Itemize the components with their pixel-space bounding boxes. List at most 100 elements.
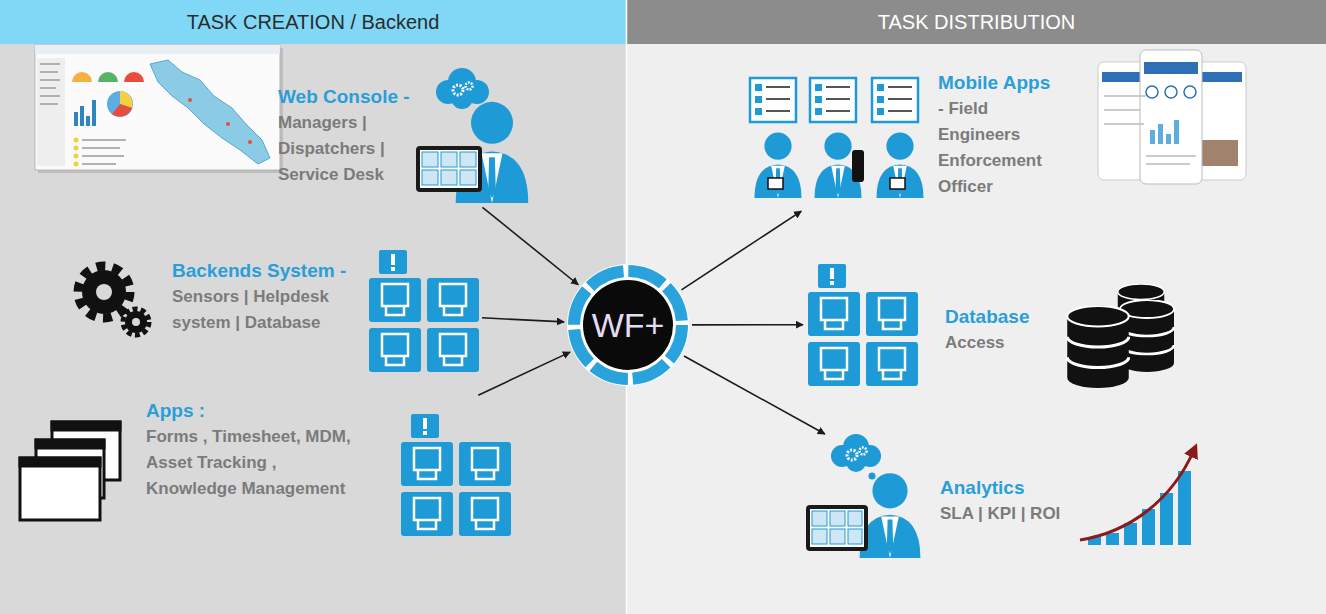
- analyst-figure: [848, 529, 862, 544]
- background-illustration: [808, 264, 918, 386]
- field-workers-figure: [877, 96, 884, 103]
- phone-screens: [1146, 163, 1190, 165]
- field-workers-figure: [750, 78, 796, 122]
- web-console-figure: [453, 85, 463, 95]
- component-group: AnalyticsSLA | KPI | ROI: [800, 435, 1079, 560]
- panel-grounds: [0, 0, 626, 44]
- dashboard-screenshot: [98, 72, 118, 82]
- analyst-figure: [869, 473, 876, 480]
- growth-chart: [1178, 471, 1191, 545]
- field-workers-figure: [877, 84, 884, 91]
- web-console-figure: [460, 152, 476, 167]
- field-workers-figure: [755, 84, 762, 91]
- flow-arrow: [482, 318, 564, 322]
- panel-grounds: [0, 0, 626, 614]
- text-column: DatabaseAccess: [945, 304, 1045, 356]
- dashboard-screenshot: [124, 72, 144, 82]
- field-workers-figure: [872, 78, 918, 122]
- web-console-figure: [441, 152, 457, 167]
- dashboard-screenshot: [35, 45, 280, 54]
- analyst-figure: [812, 529, 827, 544]
- component-heading: Mobile Apps: [938, 70, 1070, 96]
- field-workers-figure: [766, 87, 912, 111]
- background-illustration: [401, 414, 511, 536]
- database-icon: [1067, 306, 1129, 388]
- field-workers-figure: [877, 108, 884, 115]
- hub-ring-shape: [567, 264, 689, 386]
- dashboard-screenshot: [40, 71, 58, 73]
- growth-chart: [1106, 533, 1119, 545]
- field-workers-figure: [815, 96, 822, 103]
- component-detail: SLA | KPI | ROI: [940, 501, 1075, 527]
- field-workers-figure: [877, 132, 924, 198]
- field-workers-figure: [750, 78, 918, 122]
- hub-label: WF+: [566, 263, 690, 387]
- dashboard-screenshot: [74, 112, 78, 126]
- windows-icon: [36, 440, 104, 448]
- field-workers-figure: [766, 110, 790, 112]
- field-workers-figure: [755, 132, 802, 198]
- dashboard-screenshot: [248, 140, 252, 144]
- field-workers-figure: [888, 98, 912, 100]
- panel-header: TASK CREATION / Backend: [0, 0, 626, 44]
- dashboard-screenshot: [40, 95, 60, 97]
- field-workers-figure: [768, 178, 783, 189]
- field-workers-figure: [766, 86, 790, 88]
- analyst-figure: [830, 529, 845, 544]
- web-console-figure: [466, 83, 473, 90]
- phone-screens: [1184, 86, 1196, 98]
- phone-screens: [1200, 140, 1238, 166]
- phone-screens: [1174, 120, 1179, 144]
- dashboard-screenshot: [37, 58, 65, 166]
- dashboard-screenshot: [40, 63, 60, 65]
- web-console-figure: [422, 170, 438, 185]
- text-column: Web Console -Managers | Dispatchers | Se…: [278, 84, 414, 188]
- web-console-figure: [422, 152, 476, 185]
- component-heading: Backends System -: [172, 258, 360, 284]
- phone-screens: [1104, 123, 1144, 125]
- field-workers-figure: [755, 84, 884, 115]
- text-column: Backends System -Sensors | Helpdesk syst…: [172, 258, 360, 336]
- dashboard-screenshot: [80, 106, 84, 126]
- dashboard-screenshot: [74, 146, 79, 151]
- flow-arrow: [482, 207, 578, 284]
- analyst-figure: [806, 434, 920, 558]
- phone-screens: [1165, 86, 1177, 98]
- dashboard-screenshot: [74, 100, 96, 126]
- phone-screens: [1144, 62, 1198, 74]
- windows-icon: [52, 422, 120, 430]
- component-heading: Web Console -: [278, 84, 414, 110]
- field-workers-figure: [755, 108, 762, 115]
- gear-icon: [96, 284, 112, 300]
- flow-arrow: [692, 324, 803, 326]
- gear-icon: [78, 266, 149, 335]
- field-workers-figure: [826, 110, 850, 112]
- component-detail: Sensors | Helpdesk system | Database: [172, 284, 360, 336]
- phone-screens: [1146, 155, 1196, 157]
- dashboard-screenshot: [40, 79, 60, 81]
- dashboard-screenshot: [82, 163, 116, 165]
- dashboard-screenshot: [74, 138, 79, 167]
- dashboard-screenshot: [40, 103, 58, 105]
- dashboard-screenshot: [150, 60, 270, 164]
- panel-header: TASK DISTRIBUTION: [627, 0, 1326, 44]
- hub-circle: WF+: [566, 263, 690, 387]
- field-workers-figure: [766, 98, 790, 100]
- growth-chart: [1160, 493, 1173, 545]
- dashboard-screenshot: [74, 138, 79, 143]
- dashboard-screenshot: [188, 98, 192, 102]
- dashboard-screenshot: [86, 116, 90, 126]
- dashboard-screenshot: [74, 162, 79, 167]
- text-column: AnalyticsSLA | KPI | ROI: [940, 475, 1075, 527]
- growth-chart: [1080, 450, 1194, 545]
- web-console-figure: [416, 146, 482, 192]
- flow-arrow: [684, 356, 825, 434]
- analyst-figure: [806, 505, 868, 551]
- panel-grounds: [627, 0, 1326, 44]
- windows-icon: [20, 458, 100, 466]
- component-group: Web Console -Managers | Dispatchers | Se…: [272, 80, 534, 206]
- dashboard-screenshot: [82, 155, 124, 157]
